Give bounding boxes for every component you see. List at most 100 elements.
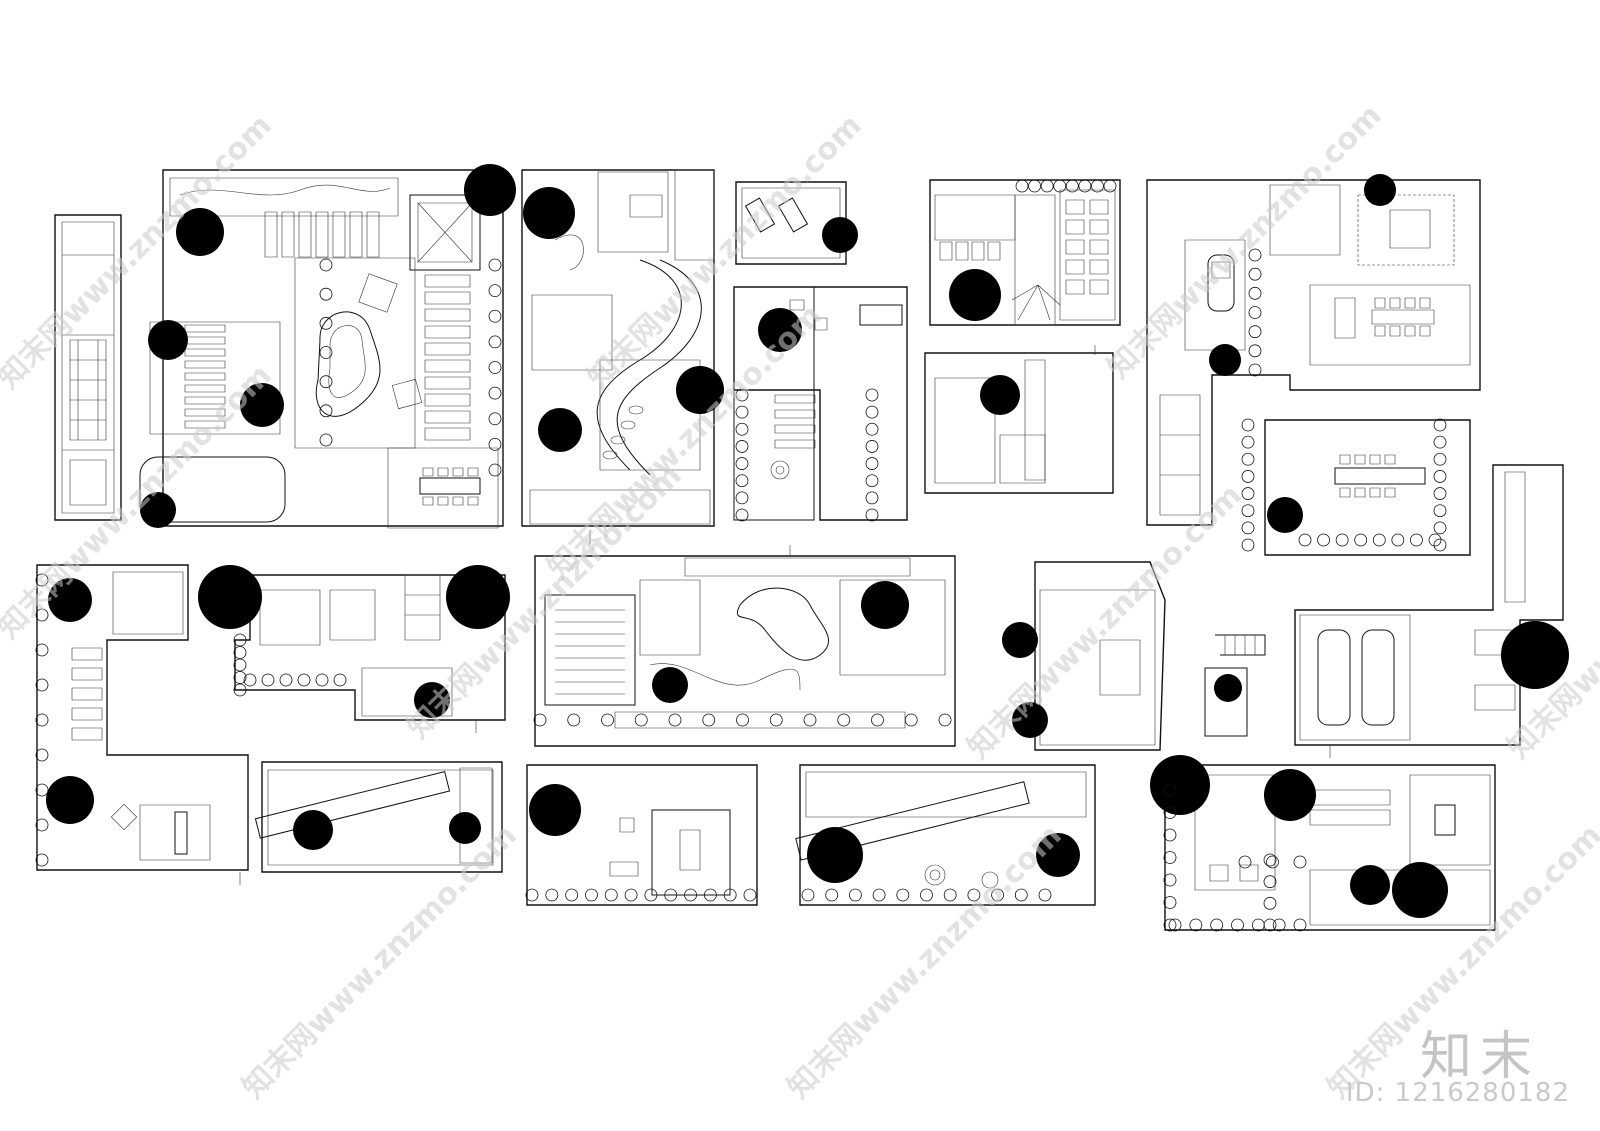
shrub-symbol (635, 714, 647, 726)
shrub-symbol (1434, 453, 1446, 465)
plan-3-winding-path (522, 170, 714, 526)
shrub-symbol (1164, 852, 1176, 864)
plan-16-dining-garden (527, 765, 757, 905)
shrub-symbol (744, 889, 756, 901)
shrub-symbol (866, 406, 878, 418)
shrub-symbol (546, 889, 558, 901)
shrub-symbol (36, 609, 48, 621)
shrub-symbol (320, 347, 332, 359)
shrub-symbol (736, 492, 748, 504)
shrub-symbol (1242, 539, 1254, 551)
shrub-symbol (921, 889, 933, 901)
shrub-symbol (1211, 919, 1223, 931)
shrub-symbol (1252, 919, 1264, 931)
shrub-symbol (1242, 419, 1254, 431)
plan-2-pond-garden (140, 170, 503, 528)
shrub-symbol (770, 714, 782, 726)
shrub-symbol (36, 574, 48, 586)
shrub-symbol (804, 714, 816, 726)
shrub-symbol (905, 714, 917, 726)
shrub-symbol (1239, 856, 1251, 868)
shrub-symbol (1434, 470, 1446, 482)
shrub-symbol (736, 475, 748, 487)
shrub-symbol (1299, 534, 1311, 546)
shrub-symbol (1079, 180, 1091, 192)
shrub-symbol (665, 889, 677, 901)
shrub-symbol (1264, 876, 1276, 888)
shrub-symbol (320, 405, 332, 417)
shrub-symbol (1164, 919, 1176, 931)
shrub-symbol (585, 889, 597, 901)
shrub-symbol (534, 714, 546, 726)
shrub-symbol (736, 458, 748, 470)
shrub-symbol (1104, 180, 1116, 192)
plan-10-l-garden (37, 565, 248, 870)
shrub-symbol (866, 440, 878, 452)
shrub-symbol (736, 406, 748, 418)
shrub-symbol (566, 889, 578, 901)
shrub-symbol (334, 674, 346, 686)
shrub-symbol (736, 389, 748, 401)
shrub-symbol (872, 714, 884, 726)
shrub-symbol (866, 509, 878, 521)
shrub-symbol (262, 674, 274, 686)
shrub-symbol (1232, 919, 1244, 931)
shrub-symbol (1294, 919, 1306, 931)
plan-17-angled-deck (796, 765, 1095, 905)
shrub-symbol (36, 679, 48, 691)
shrub-symbol (320, 434, 332, 446)
shrub-symbol (1054, 180, 1066, 192)
shrub-symbol (1091, 180, 1103, 192)
shrub-symbol (724, 889, 736, 901)
shrub-symbol (1410, 534, 1422, 546)
shrub-symbol (1029, 180, 1041, 192)
svg-text:知末网www.znzmo.com: 知末网www.znzmo.com (0, 108, 279, 396)
shrub-symbol (1164, 874, 1176, 886)
shrub-symbol (234, 672, 246, 684)
plan-1-strip (55, 215, 121, 520)
shrub-symbol (1242, 436, 1254, 448)
shrub-symbol (1015, 889, 1027, 901)
shrub-symbol (1318, 534, 1330, 546)
plan-6-deck-garden (930, 180, 1120, 325)
shrub-symbol (1242, 522, 1254, 534)
shrub-symbol (36, 819, 48, 831)
shrub-symbol (992, 889, 1004, 901)
shrub-symbol (489, 438, 501, 450)
plan-7-square-yard (925, 353, 1113, 493)
shrub-symbol (298, 674, 310, 686)
shrub-symbol (866, 492, 878, 504)
shrub-symbol (602, 714, 614, 726)
shrub-symbol (1264, 897, 1276, 909)
shrub-symbol (1164, 784, 1176, 796)
shrub-symbol (866, 389, 878, 401)
shrub-symbol (489, 285, 501, 297)
shrub-symbol (826, 889, 838, 901)
shrub-symbol (280, 674, 292, 686)
shrub-symbol (1249, 326, 1261, 338)
shrub-symbol (1264, 919, 1276, 931)
shrub-symbol (36, 784, 48, 796)
shrub-symbol (1336, 534, 1348, 546)
shrub-symbol (802, 889, 814, 901)
shrub-symbol (737, 714, 749, 726)
plan-8-carport-house (1147, 180, 1480, 525)
shrub-symbol (685, 889, 697, 901)
shrub-symbol (1264, 854, 1276, 866)
shrub-symbol (1164, 829, 1176, 841)
shrub-symbol (234, 684, 246, 696)
svg-text:知末网www.znzmo.com: 知末网www.znzmo.com (236, 818, 524, 1106)
shrub-symbol (1267, 856, 1279, 868)
shrub-symbol (1242, 488, 1254, 500)
shrub-symbol (1249, 307, 1261, 319)
shrub-symbol (704, 889, 716, 901)
shrub-symbol (36, 714, 48, 726)
shrub-symbol (625, 889, 637, 901)
shrub-symbol (873, 889, 885, 901)
shrub-symbol (1434, 522, 1446, 534)
shrub-symbol (939, 714, 951, 726)
plan-18-corner-garden (1165, 765, 1495, 930)
shrub-symbol (669, 714, 681, 726)
shrub-symbol (36, 854, 48, 866)
